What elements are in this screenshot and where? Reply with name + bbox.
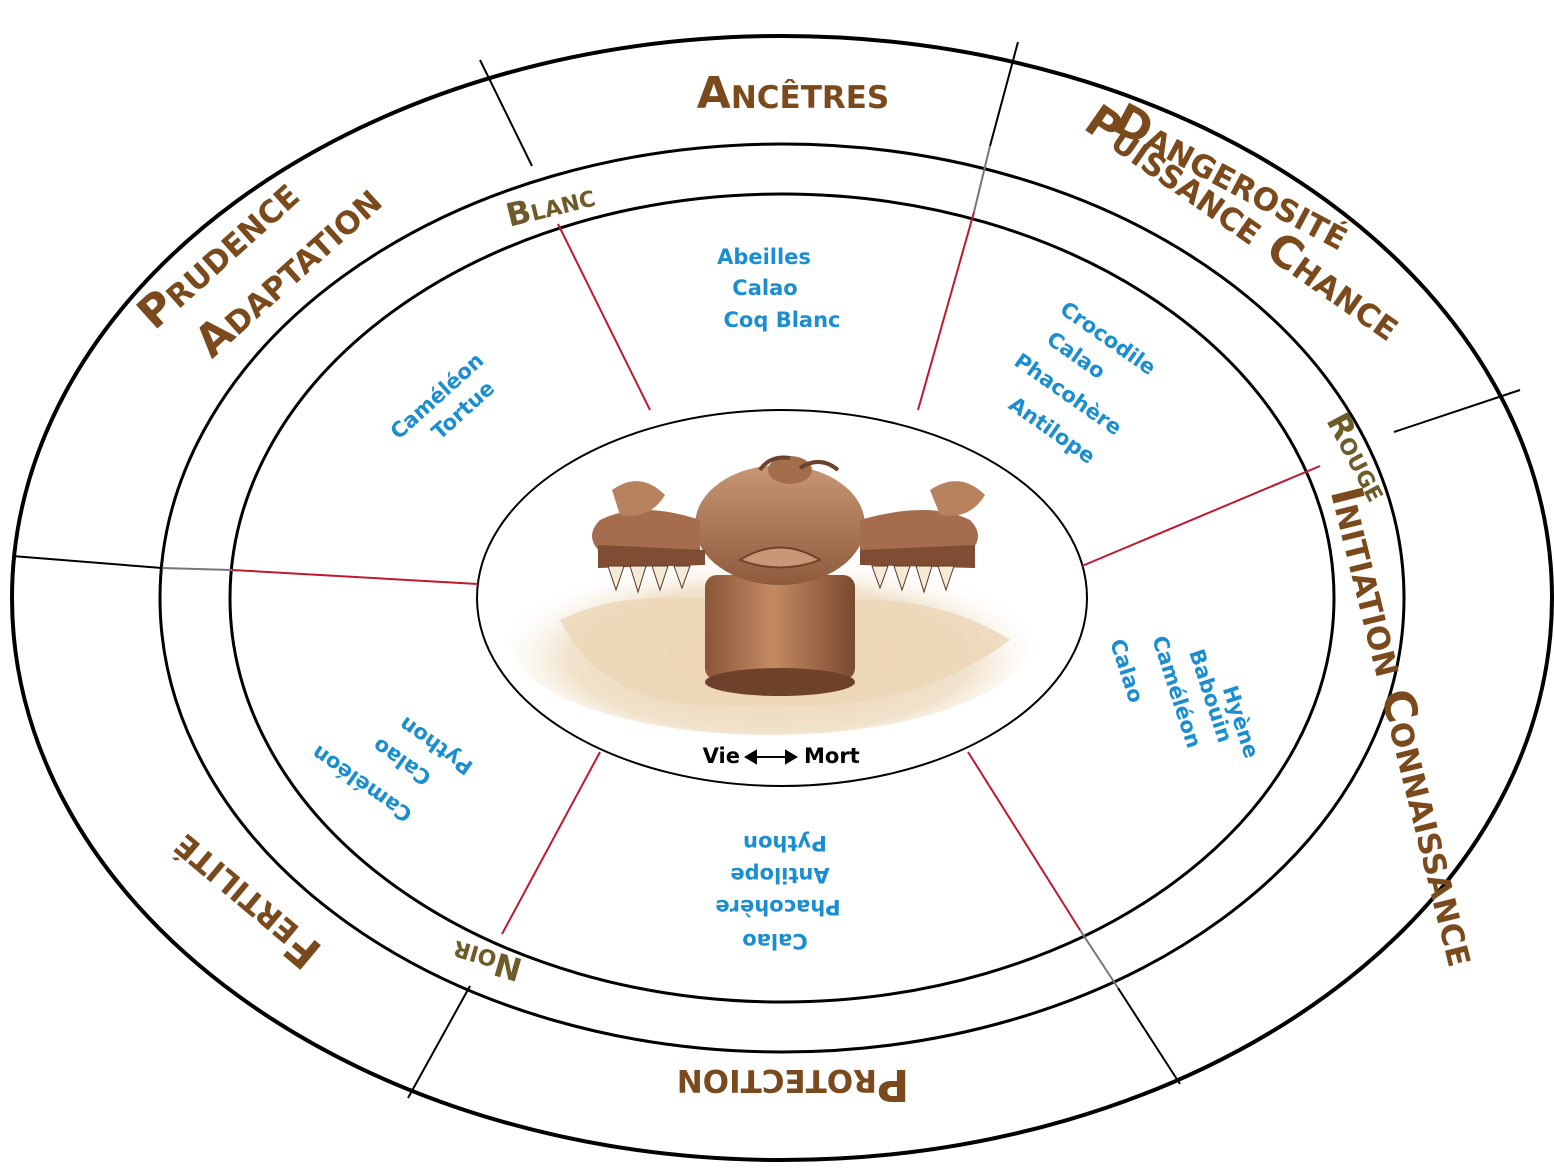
color-noir: Noir — [448, 933, 526, 989]
theme-protection: Protection — [677, 1059, 910, 1110]
inner-ring — [228, 192, 1336, 1004]
animal-label: Antilope — [730, 863, 829, 887]
animal-label: Calao — [1105, 636, 1148, 706]
animal-label: Coq Blanc — [724, 308, 841, 332]
outer-dividers — [11, 41, 1521, 1099]
animal-label: Abeilles — [717, 245, 811, 269]
double-arrow-icon — [744, 749, 798, 765]
animals-left: Python Calao Caméléon — [307, 712, 477, 827]
animals-top-left: Caméléon Tortue — [386, 348, 500, 444]
theme-puissance-chance: Puissance Chance — [1076, 95, 1411, 351]
animals-bottom: Python Antilope Phacohère Calao — [715, 831, 840, 953]
caption-mort: Mort — [804, 744, 860, 768]
animals-right: Hyène Babouin Caméléon Calao — [1105, 633, 1263, 761]
animal-label: Python — [743, 831, 827, 855]
mask-illustration — [510, 455, 1030, 735]
outer-ring — [10, 34, 1554, 1162]
middle-ring — [158, 142, 1406, 1054]
theme-initiation-connaissance: Initiation Connaissance — [1320, 482, 1488, 971]
grey-dividers — [161, 145, 1119, 989]
animals-top-right: Crocodile Calao Phacohère Antilope — [1004, 297, 1160, 469]
theme-ancetres: Ancêtres — [697, 68, 889, 119]
caption-vie: Vie — [703, 744, 740, 768]
inner-dividers — [231, 211, 1321, 935]
animals-top: Abeilles Calao Coq Blanc — [717, 245, 840, 332]
center-caption: Vie Mort — [703, 744, 860, 768]
animal-label: Calao — [742, 929, 807, 953]
animal-label: Calao — [732, 276, 797, 300]
center-ring — [476, 409, 1088, 787]
color-blanc: Blanc — [502, 176, 599, 235]
animal-label: Phacohère — [715, 895, 840, 919]
